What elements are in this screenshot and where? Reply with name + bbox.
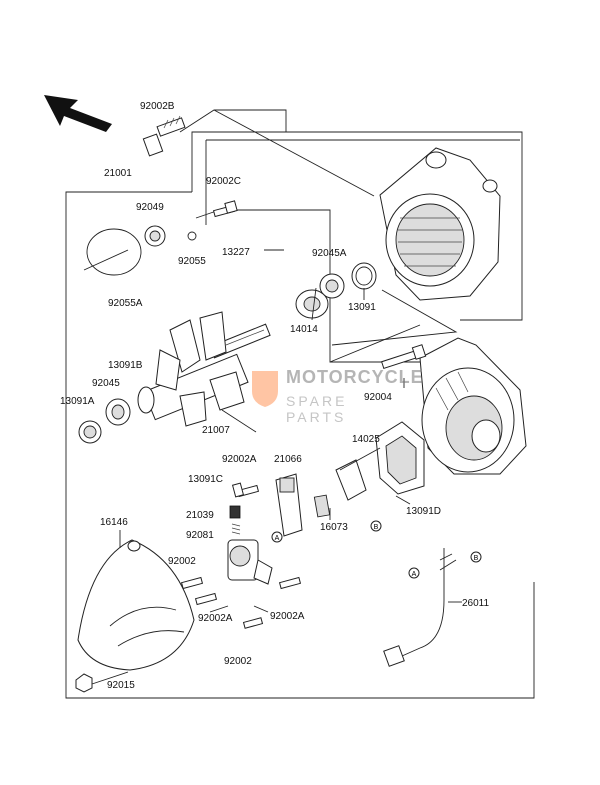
label-92045A: 92045A (312, 248, 347, 259)
screw-92002-left (180, 576, 204, 590)
label-26011: 26011 (462, 598, 490, 609)
label-92049: 92049 (136, 202, 164, 213)
label-16073: 16073 (320, 522, 348, 533)
label-92002C: 92002C (206, 176, 242, 187)
ring-13091 (351, 262, 377, 290)
plate-14025 (375, 421, 425, 495)
bearing-92049 (144, 225, 166, 247)
brush-21039 (229, 505, 241, 519)
label-13091D: 13091D (406, 506, 442, 517)
leader-lines (91, 287, 462, 685)
cap-13091A (78, 420, 102, 444)
brush-holder-21066 (275, 473, 303, 537)
front-direction-arrow (44, 95, 112, 132)
label-92045: 92045 (92, 378, 120, 389)
nut-92015 (75, 673, 93, 693)
screw-92002A-right (278, 576, 302, 590)
label-13091A: 13091A (60, 396, 95, 407)
cover-16146 (77, 539, 195, 671)
label-92002A-left: 92002A (198, 613, 233, 624)
label-21007: 21007 (202, 425, 230, 436)
rotor-21007 (143, 311, 271, 427)
bearing-92045 (105, 398, 131, 426)
svg-text:A: A (412, 571, 417, 578)
label-13091B: 13091B (108, 360, 143, 371)
svg-text:B: B (474, 555, 479, 562)
lead-26011 (383, 548, 457, 667)
screw-92002C (212, 200, 238, 218)
marker-A-lead: A (408, 567, 420, 579)
label-92002-bottom: 92002 (224, 656, 252, 667)
marker-B: B (370, 520, 382, 532)
assembly-outline (65, 109, 535, 699)
o-ring-92055A (83, 228, 142, 276)
label-92055A: 92055A (108, 298, 143, 309)
marker-B-lead: B (470, 551, 482, 563)
label-92002-left: 92002 (168, 556, 196, 567)
holder-13091C (227, 539, 273, 585)
label-13091: 13091 (348, 302, 376, 313)
brush-16073 (313, 459, 367, 518)
label-21001: 21001 (104, 168, 132, 179)
ring-92055 (187, 231, 197, 241)
svg-text:B: B (374, 524, 379, 531)
bolt-92004 (381, 344, 427, 370)
label-92002A-top: 92002A (222, 454, 257, 465)
label-92081: 92081 (186, 530, 214, 541)
label-92002A-right: 92002A (270, 611, 305, 622)
label-92015: 92015 (107, 680, 135, 691)
seal-13091B (137, 386, 155, 414)
screw-92002A-left (194, 592, 218, 606)
label-14025: 14025 (352, 434, 380, 445)
bolt-92002B (142, 115, 186, 157)
spring-92081 (231, 523, 241, 535)
label-92055: 92055 (178, 256, 206, 267)
label-92004: 92004 (364, 392, 392, 403)
svg-text:A: A (275, 535, 280, 542)
rear-housing (379, 147, 501, 301)
screw-92002A-top (231, 482, 260, 498)
label-16146: 16146 (100, 517, 128, 528)
marker-A: A (271, 531, 283, 543)
label-13227: 13227 (222, 247, 250, 258)
label-92002B: 92002B (140, 101, 175, 112)
label-14014: 14014 (290, 324, 318, 335)
label-13091C: 13091C (188, 474, 224, 485)
label-21039: 21039 (186, 510, 214, 521)
screw-92002-bottom (242, 617, 264, 629)
front-housing (419, 337, 527, 475)
retainer-14014 (295, 289, 329, 319)
bearing-92045A (319, 273, 345, 299)
label-21066: 21066 (274, 454, 302, 465)
